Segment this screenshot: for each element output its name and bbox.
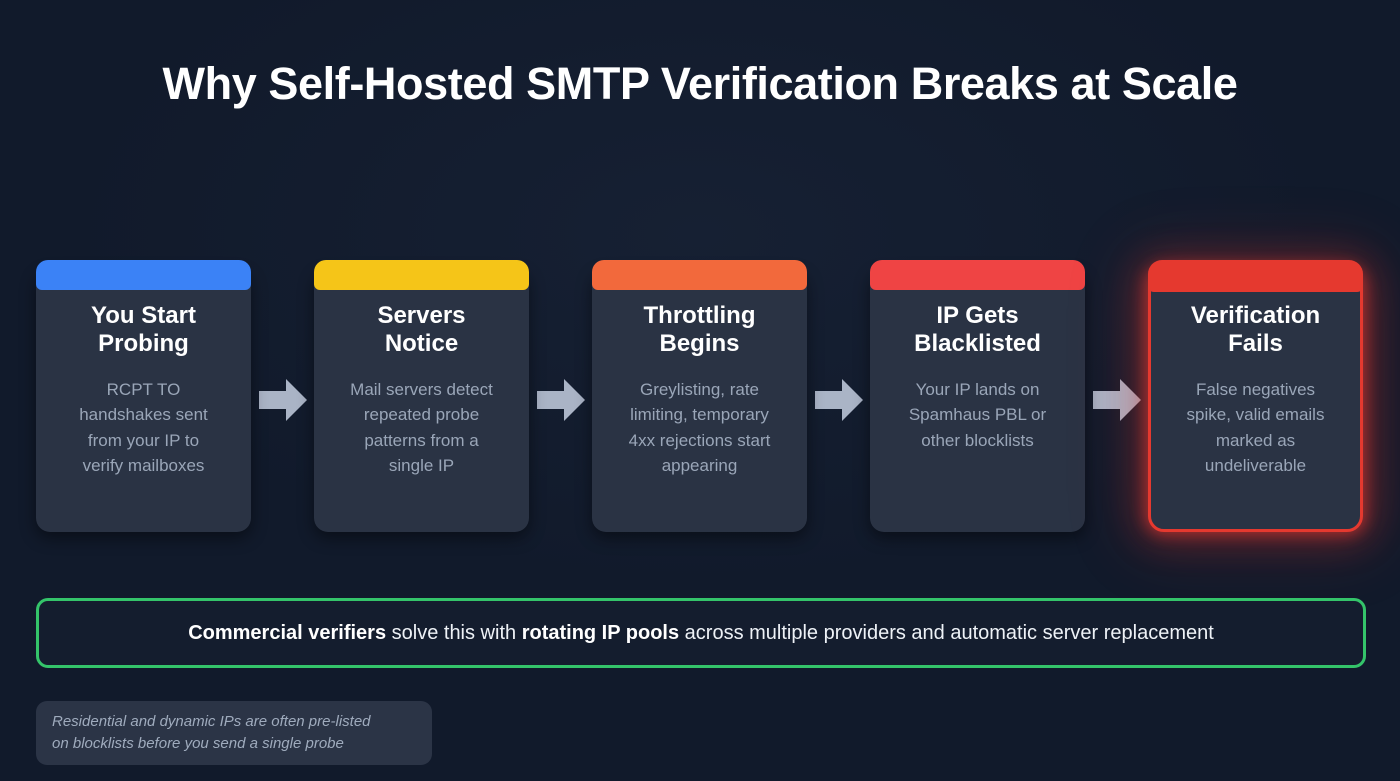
callout-tail-text: across multiple providers and automatic … <box>679 621 1214 644</box>
card-heading: You Start Probing <box>91 302 196 358</box>
page-title: Why Self-Hosted SMTP Verification Breaks… <box>162 58 1238 109</box>
callout-mid-text: solve this with <box>386 621 522 644</box>
footnote-text: Residential and dynamic IPs are often pr… <box>52 713 371 752</box>
callout-text: Commercial verifiers solve this with rot… <box>188 622 1214 645</box>
card-heading: Servers Notice <box>377 302 466 358</box>
card-heading: Throttling Begins <box>643 302 756 358</box>
card-accent-bar <box>314 260 529 290</box>
callout-lead-bold: Commercial verifiers <box>188 621 387 644</box>
card-description: Mail servers detect repeated probe patte… <box>350 379 493 476</box>
arrow-right-icon <box>1085 268 1148 532</box>
footnote-chip: Residential and dynamic IPs are often pr… <box>36 701 432 765</box>
card-accent-bar <box>870 260 1085 290</box>
card-accent-bar <box>1148 260 1363 292</box>
arrow-right-icon <box>529 268 592 532</box>
callout-banner: Commercial verifiers solve this with rot… <box>36 598 1366 668</box>
card-heading: IP Gets Blacklisted <box>914 302 1041 358</box>
card-description: RCPT TO handshakes sent from your IP to … <box>79 379 208 476</box>
card-accent-bar <box>592 260 807 290</box>
card-description: Your IP lands on Spamhaus PBL or other b… <box>908 379 1047 450</box>
card-accent-bar <box>36 260 251 290</box>
card-description: Greylisting, rate limiting, temporary 4x… <box>628 379 771 476</box>
arrow-right-icon <box>807 268 870 532</box>
card-description: False negatives spike, valid emails mark… <box>1186 379 1325 476</box>
card-heading: Verification Fails <box>1190 302 1321 358</box>
arrow-right-icon <box>251 268 314 532</box>
callout-highlight-bold: rotating IP pools <box>521 621 680 644</box>
